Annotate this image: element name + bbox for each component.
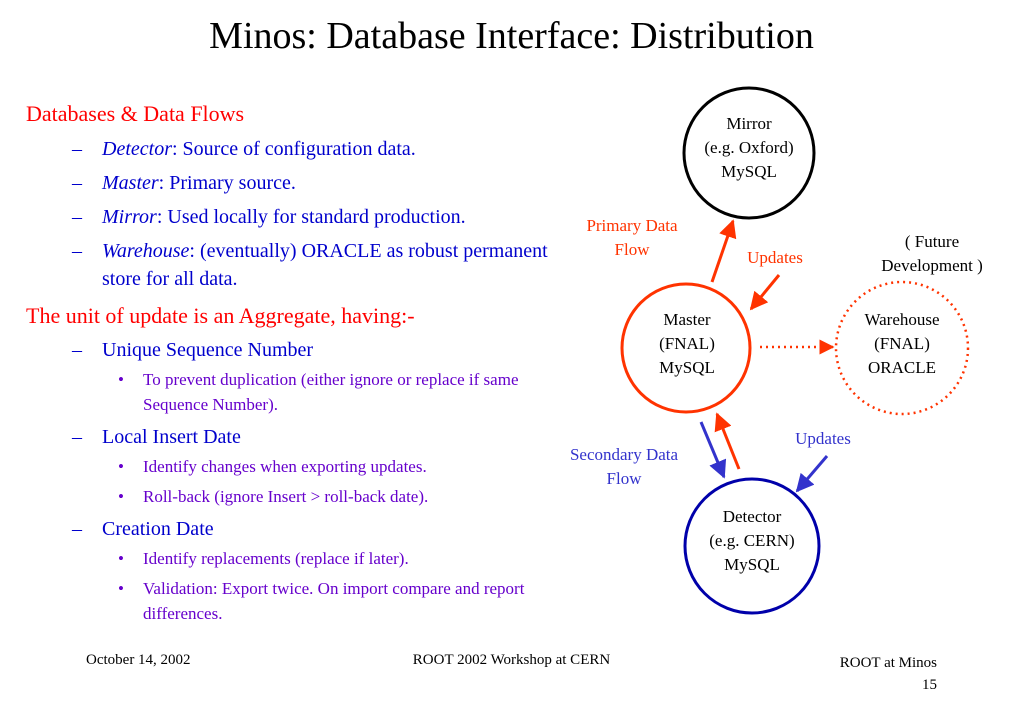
secondary-flow-line2: Flow — [606, 469, 642, 488]
slide-title: Minos: Database Interface: Distribution — [209, 15, 814, 57]
master-node-circle — [620, 282, 752, 414]
updates-label-top: Updates — [747, 248, 803, 267]
warehouse-name: Warehouse — [864, 310, 940, 329]
updates-label-bottom: Updates — [795, 429, 851, 448]
term-mirror: Mirror — [102, 206, 157, 228]
subbullet: • Validation: Export twice. On import com… — [26, 576, 566, 626]
detector-site: (e.g. CERN) — [709, 531, 795, 550]
section-heading-databases: Databases & Data Flows — [26, 101, 245, 126]
master-site: (FNAL) — [659, 334, 715, 353]
desc-master: : Primary source. — [158, 172, 296, 194]
subitem-text: To prevent duplication (either ignore or… — [143, 370, 519, 414]
footer-topic: ROOT at Minos — [839, 655, 937, 671]
primary-flow-line1: Primary Data — [586, 216, 678, 235]
item-label: Local Insert Date — [102, 426, 241, 448]
bullet-local-insert-date: –Local Insert Date — [26, 423, 566, 451]
bullet-dot: • — [118, 370, 124, 389]
warehouse-db: ORACLE — [868, 358, 936, 377]
bullet-list: Databases & Data Flows –Detector: Source… — [26, 100, 566, 626]
primary-flow-label: Primary Data Flow — [562, 214, 702, 262]
subitem-text: Identify changes when exporting updates. — [143, 457, 427, 476]
footer-date: October 14, 2002 — [86, 652, 191, 668]
secondary-flow-arrow — [699, 421, 727, 479]
footer-event: ROOT 2002 Workshop at CERN — [412, 652, 611, 668]
page-number: 15 — [922, 677, 937, 693]
detector-db: MySQL — [724, 555, 780, 574]
item-label: Creation Date — [102, 518, 214, 540]
subbullet: • Roll-back (ignore Insert > roll-back da… — [26, 484, 566, 509]
bullet-creation-date: –Creation Date — [26, 515, 566, 543]
subbullet: • Identify changes when exporting updates… — [26, 454, 566, 479]
desc-detector: : Source of configuration data. — [171, 138, 416, 160]
updates-arrow-mirror — [749, 274, 781, 311]
bullet-dot: • — [118, 579, 124, 598]
future-line1: ( Future — [904, 232, 960, 251]
mirror-node-circle — [682, 86, 816, 220]
bullet-dot: • — [118, 487, 124, 506]
detector-node: Detector (e.g. CERN) MySQL — [687, 505, 817, 577]
mirror-site: (e.g. Oxford) — [704, 138, 794, 157]
updates-arrow-detector — [795, 455, 829, 493]
secondary-flow-label: Secondary Data Flow — [546, 443, 702, 491]
dash-marker: – — [72, 172, 82, 194]
bullet-mirror: –Mirror: Used locally for standard produ… — [26, 203, 566, 231]
detector-name: Detector — [722, 507, 782, 526]
mirror-node: Mirror (e.g. Oxford) MySQL — [684, 112, 814, 184]
bullet-dot: • — [118, 457, 124, 476]
detector-node-circle — [683, 477, 821, 615]
warehouse-node-circle — [834, 280, 970, 416]
subitem-text: Identify replacements (replace if later)… — [143, 549, 409, 568]
future-development-label: ( Future Development ) — [852, 230, 1012, 278]
bullet-sequence-number: –Unique Sequence Number — [26, 336, 566, 364]
dash-marker: – — [72, 426, 82, 448]
bullet-detector: –Detector: Source of configuration data. — [26, 135, 566, 163]
subitem-text: Validation: Export twice. On import comp… — [143, 579, 525, 623]
dash-marker: – — [72, 206, 82, 228]
item-label: Unique Sequence Number — [102, 339, 314, 361]
warehouse-node: Warehouse (FNAL) ORACLE — [837, 308, 967, 380]
term-warehouse: Warehouse — [102, 240, 190, 262]
desc-warehouse: : (eventually) ORACLE as robust permanen… — [102, 240, 548, 290]
master-db: MySQL — [659, 358, 715, 377]
primary-flow-arrow — [710, 219, 737, 283]
subbullet: • Identify replacements (replace if later… — [26, 546, 566, 571]
term-detector: Detector — [102, 138, 172, 160]
desc-mirror: : Used locally for standard production. — [156, 206, 466, 228]
bullet-dot: • — [118, 549, 124, 568]
secondary-flow-line1: Secondary Data — [569, 445, 679, 464]
term-master: Master — [102, 172, 159, 194]
subitem-text: Roll-back (ignore Insert > roll-back dat… — [143, 487, 429, 506]
bullet-warehouse: –Warehouse: (eventually) ORACLE as robus… — [26, 237, 566, 293]
dash-marker: – — [72, 240, 82, 262]
master-node: Master (FNAL) MySQL — [622, 308, 752, 380]
mirror-db: MySQL — [721, 162, 777, 181]
future-line2: Development ) — [881, 256, 983, 275]
master-name: Master — [663, 310, 711, 329]
primary-flow-line2: Flow — [614, 240, 650, 259]
subbullet: • To prevent duplication (either ignore o… — [26, 367, 566, 417]
dash-marker: – — [72, 339, 82, 361]
warehouse-site: (FNAL) — [874, 334, 930, 353]
detector-to-master-arrow — [714, 412, 741, 470]
section-heading-aggregate: The unit of update is an Aggregate, havi… — [26, 303, 415, 328]
bullet-master: –Master: Primary source. — [26, 169, 566, 197]
mirror-name: Mirror — [726, 114, 772, 133]
dash-marker: – — [72, 138, 82, 160]
dash-marker: – — [72, 518, 82, 540]
footer-right: ROOT at Minos 15 — [840, 652, 937, 696]
